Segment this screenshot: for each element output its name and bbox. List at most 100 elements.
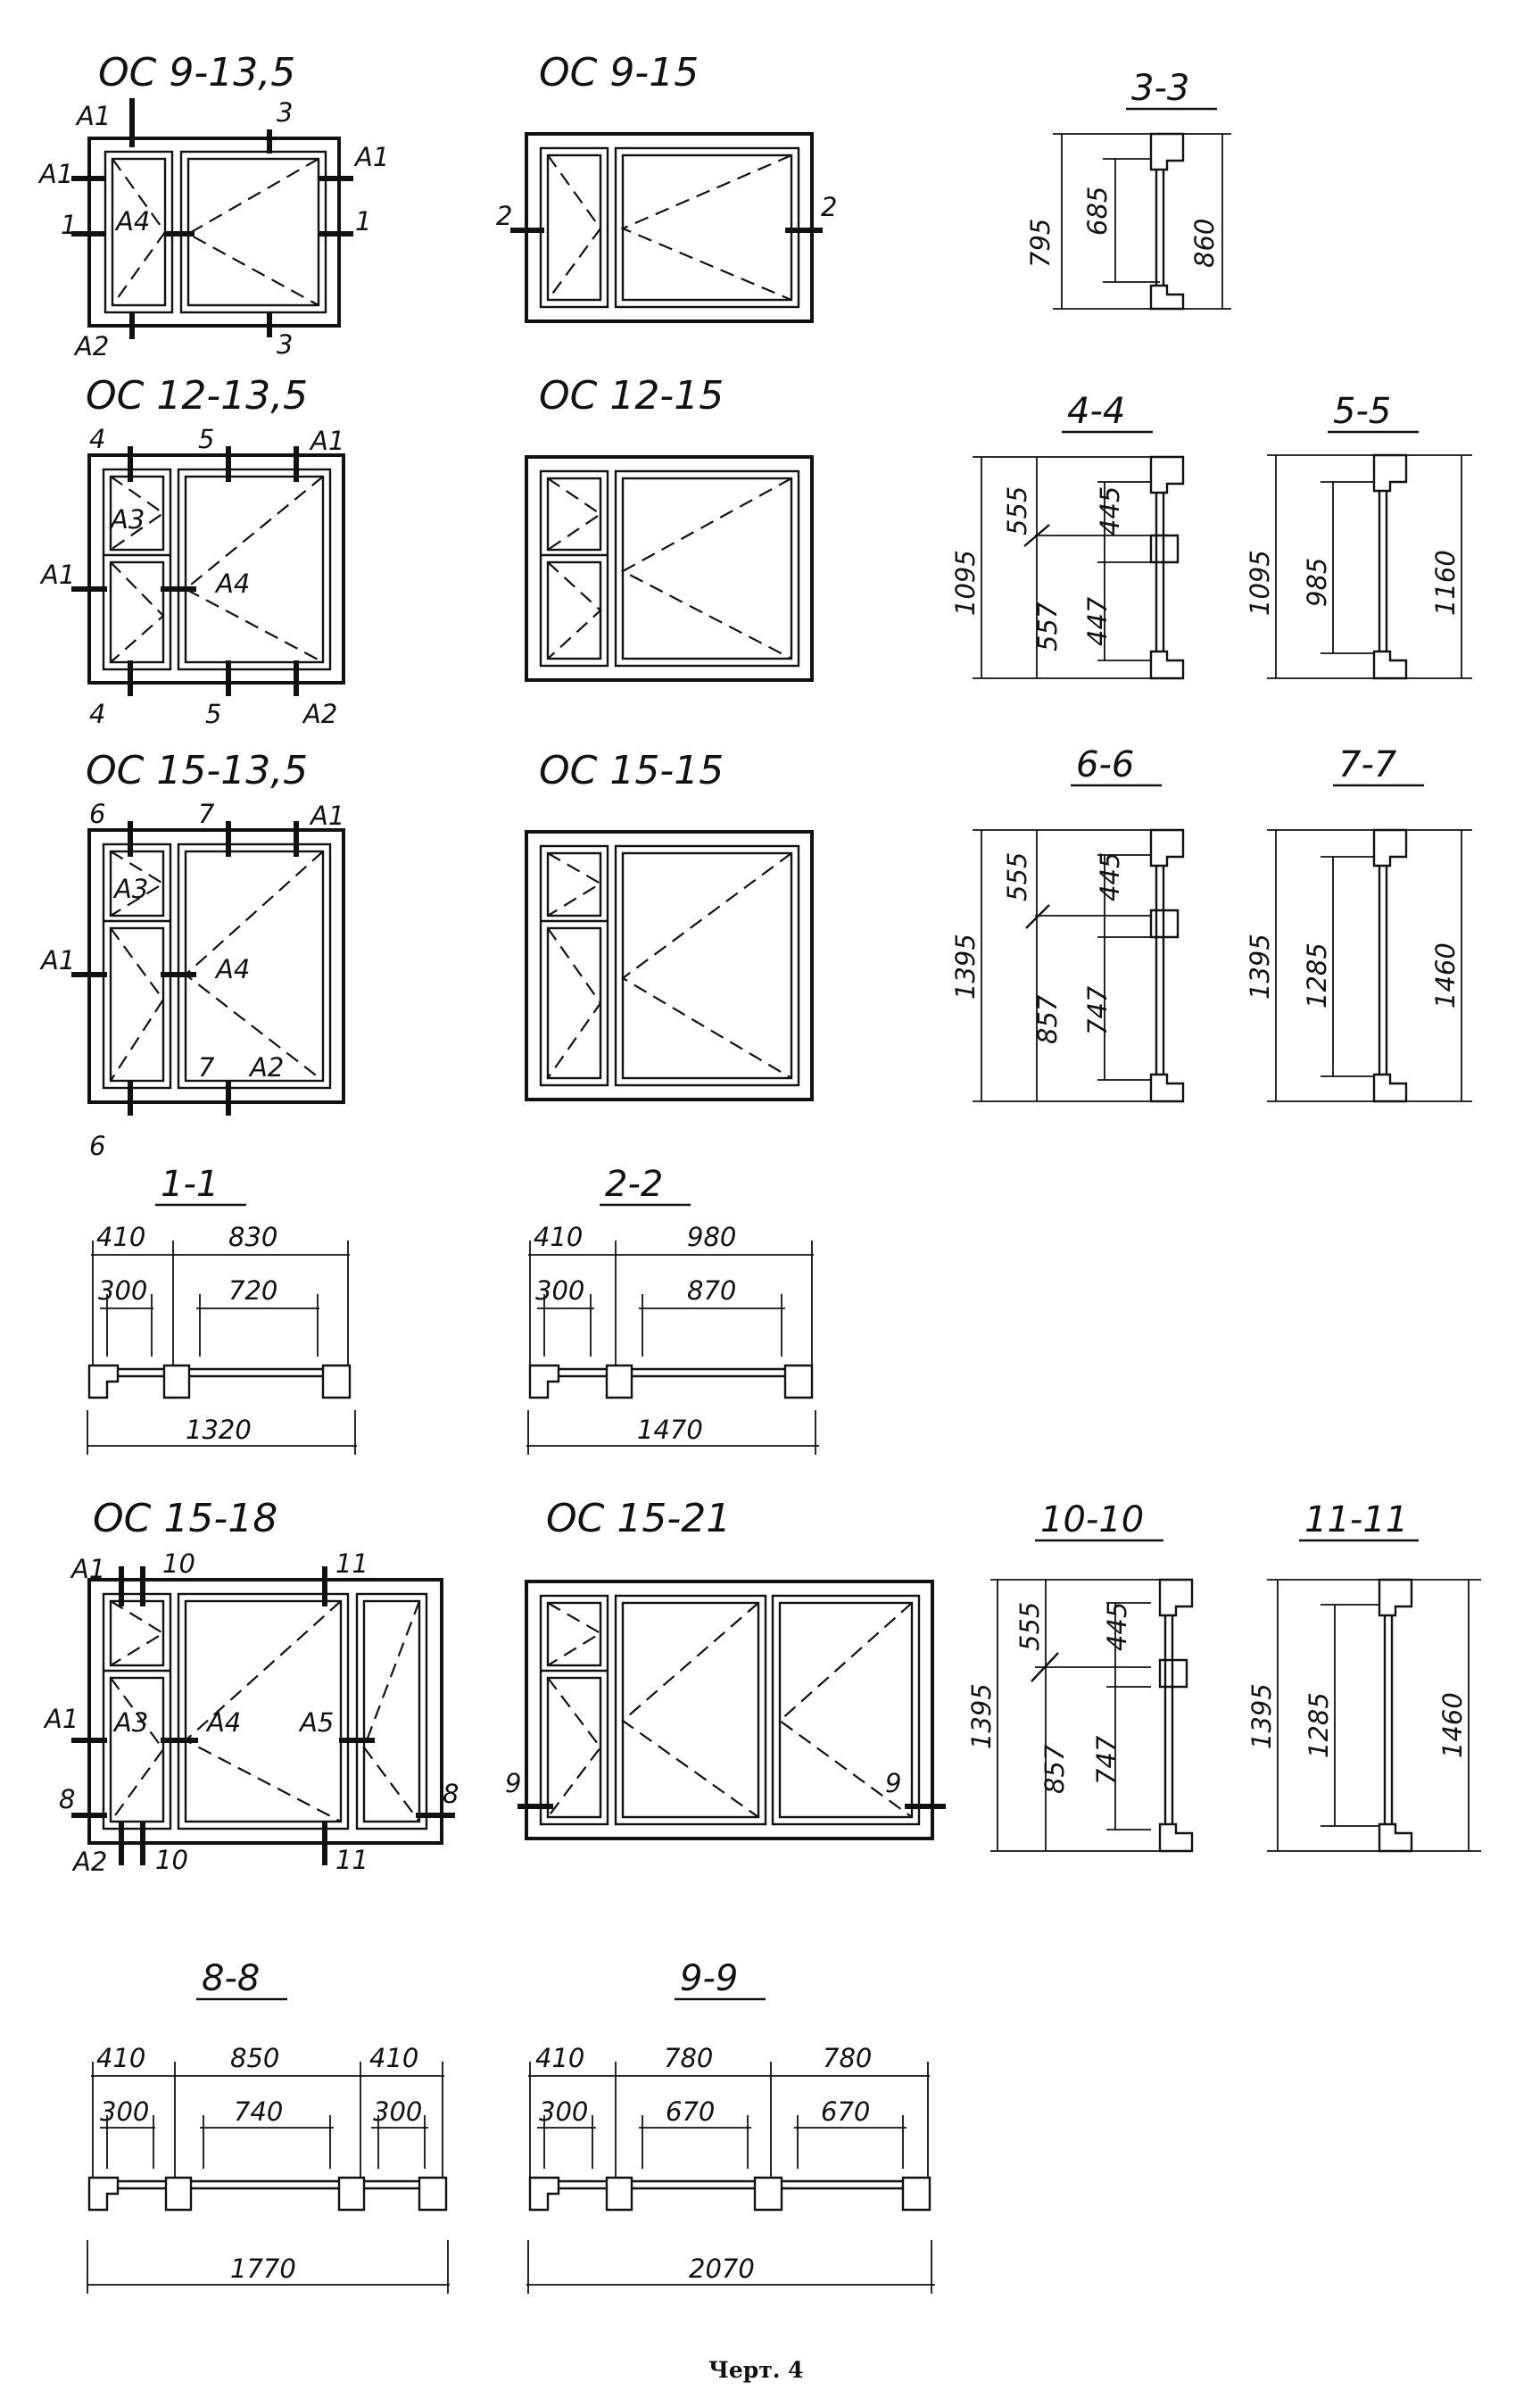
window-os9-15: ОС 9-15 2 2 (496, 50, 837, 323)
dim-300: 300 (98, 1275, 147, 1306)
section-5-5: 5-5 1095 985 1160 (1245, 391, 1472, 680)
window-os15-21: ОС 15-21 9 9 (505, 1496, 946, 1840)
label-a1: А1 (37, 159, 73, 189)
label-a2: А2 (73, 331, 109, 361)
label-a1: А1 (75, 101, 111, 131)
section-title: 4-4 (1067, 391, 1125, 432)
cut-1: 1 (355, 206, 371, 237)
label-a2: А2 (248, 1052, 284, 1083)
dim-1470: 1470 (637, 1415, 703, 1445)
dim-410: 410 (535, 2043, 584, 2073)
cut-5: 5 (198, 424, 214, 454)
dim-670: 670 (821, 2096, 870, 2127)
dim-1460: 1460 (1430, 942, 1461, 1009)
section-title: 2-2 (605, 1164, 663, 1205)
dim-720: 720 (228, 1275, 277, 1306)
window-title: ОС 9-13,5 (98, 50, 295, 95)
section-2-2: 2-2 410 980 300 870 1470 (526, 1164, 819, 1455)
dim-410: 410 (534, 1222, 583, 1252)
dim-1395: 1395 (950, 934, 981, 1000)
label-a1: А1 (353, 142, 389, 172)
section-title: 6-6 (1076, 744, 1134, 785)
window-os12-15: ОС 12-15 (525, 373, 814, 682)
dim-795: 795 (1025, 219, 1056, 268)
dim-555: 555 (1002, 486, 1032, 535)
dim-1285: 1285 (1302, 942, 1332, 1009)
cut-10: 10 (162, 1548, 195, 1579)
cut-1: 1 (61, 210, 77, 240)
dim-445: 445 (1095, 486, 1125, 535)
label-a2: А2 (71, 1847, 107, 1877)
label-a1: А1 (309, 801, 344, 831)
dim-1095: 1095 (1245, 550, 1275, 616)
dim-1285: 1285 (1304, 1692, 1334, 1758)
label-a3: А3 (109, 504, 145, 535)
cut-4: 4 (89, 699, 105, 729)
window-os12-13-5: ОС 12-13,5 4 5 А1 А3 А1 А4 4 5 А2 (39, 373, 345, 729)
dim-980: 980 (687, 1222, 736, 1252)
cut-11: 11 (335, 1845, 368, 1875)
dim-870: 870 (687, 1275, 736, 1306)
dim-557: 557 (1032, 602, 1063, 652)
label-a3: А3 (112, 874, 148, 904)
cut-9: 9 (885, 1768, 901, 1798)
label-a5: А5 (298, 1707, 334, 1738)
dim-447: 447 (1082, 596, 1113, 646)
label-a4: А4 (114, 206, 150, 237)
window-os15-15: ОС 15-15 (525, 748, 814, 1101)
dim-830: 830 (228, 1222, 277, 1252)
window-title: ОС 9-15 (539, 50, 699, 95)
section-4-4: 4-4 1095 555 557 445 447 (950, 391, 1185, 680)
window-title: ОС 12-13,5 (86, 373, 308, 419)
dim-747: 747 (1082, 985, 1113, 1035)
section-10-10: 10-10 1395 555 857 445 747 (966, 1499, 1194, 1853)
dim-300: 300 (100, 2096, 149, 2127)
section-title: 10-10 (1040, 1499, 1144, 1540)
window-title: ОС 15-15 (539, 748, 724, 793)
label-a1: А1 (309, 426, 344, 456)
cut-9: 9 (505, 1768, 521, 1798)
section-9-9: 9-9 410 780 780 300 670 670 2070 (526, 1958, 935, 2294)
section-title: 7-7 (1338, 744, 1397, 785)
cut-2: 2 (821, 192, 837, 222)
section-title: 9-9 (680, 1958, 738, 1999)
cut-3: 3 (277, 329, 293, 360)
label-a4: А4 (205, 1707, 241, 1738)
dim-740: 740 (234, 2096, 283, 2127)
dim-1770: 1770 (230, 2254, 296, 2284)
label-a1: А1 (39, 945, 75, 975)
section-title: 8-8 (202, 1958, 260, 1999)
cut-3: 3 (277, 97, 293, 128)
dim-2070: 2070 (689, 2254, 755, 2284)
section-title: 3-3 (1131, 68, 1189, 109)
dim-670: 670 (666, 2096, 715, 2127)
section-11-11: 11-11 1395 1285 1460 (1246, 1499, 1481, 1853)
dim-857: 857 (1039, 1744, 1070, 1794)
dim-410: 410 (96, 2043, 145, 2073)
dim-445: 445 (1095, 852, 1125, 901)
window-os15-18: ОС 15-18 А1 10 11 А1 А3 А4 А5 8 8 А2 (43, 1496, 459, 1877)
cut-7: 7 (198, 1052, 215, 1083)
label-a4: А4 (214, 569, 250, 599)
dim-985: 985 (1302, 558, 1332, 607)
dim-780: 780 (823, 2043, 872, 2073)
dim-1320: 1320 (186, 1415, 252, 1445)
section-8-8: 8-8 410 850 410 300 740 300 1770 (87, 1958, 450, 2294)
section-1-1: 1-1 410 830 300 720 1320 (87, 1164, 357, 1455)
label-a3: А3 (112, 1707, 148, 1738)
section-title: 5-5 (1333, 391, 1391, 432)
window-os9-13-5: ОС 9-13,5 А1 А1 А1 1 1 А4 А2 3 3 (37, 50, 389, 361)
dim-780: 780 (664, 2043, 713, 2073)
cut-6: 6 (89, 1131, 105, 1161)
dim-860: 860 (1189, 219, 1220, 268)
dim-445: 445 (1102, 1602, 1132, 1651)
section-7-7: 7-7 1395 1285 1460 (1245, 744, 1472, 1103)
dim-300: 300 (373, 2096, 422, 2127)
dim-747: 747 (1091, 1735, 1122, 1785)
window-title: ОС 12-15 (539, 373, 724, 419)
cut-8: 8 (59, 1784, 75, 1814)
dim-1395: 1395 (1246, 1683, 1277, 1749)
cut-5: 5 (205, 699, 221, 729)
label-a1: А1 (43, 1704, 79, 1734)
